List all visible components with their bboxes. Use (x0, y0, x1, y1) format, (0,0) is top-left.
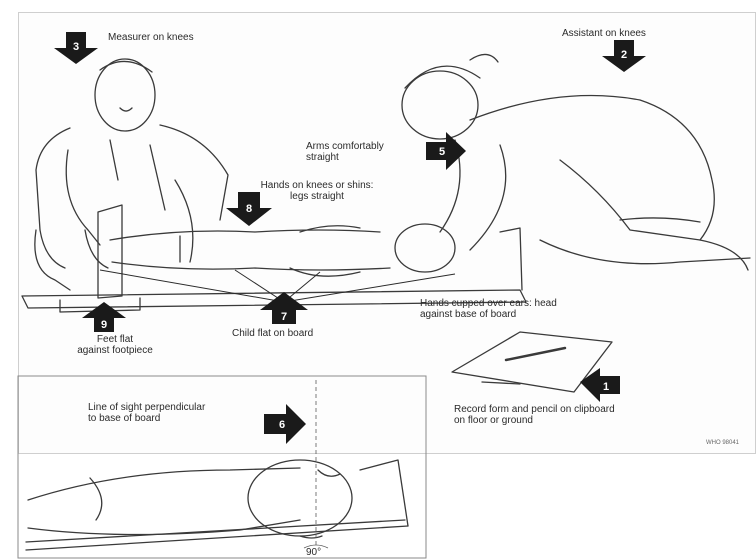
arms-label: Arms comfortably straight (306, 141, 384, 163)
assistant-figure (402, 54, 750, 270)
step-7-number: 7 (281, 311, 287, 323)
measurer-figure (35, 59, 228, 290)
step-1-number: 1 (603, 381, 609, 393)
step-6-number: 6 (279, 419, 285, 431)
step-1-arrow (580, 368, 620, 402)
step-5-number: 5 (439, 146, 445, 158)
step-9-number: 9 (101, 319, 107, 331)
angle-label: 90° (306, 547, 321, 558)
record-form-label: Record form and pencil on clipboard on f… (454, 404, 615, 426)
line-of-sight-label: Line of sight perpendicular to base of b… (88, 402, 205, 424)
step-2-number: 2 (621, 49, 627, 61)
step-8-number: 8 (246, 203, 252, 215)
hands-knees-label: Hands on knees or shins: legs straight (232, 180, 402, 202)
inset-child-profile (26, 460, 408, 550)
step-arrows (54, 32, 646, 444)
child-flat-label: Child flat on board (232, 328, 313, 339)
hands-cupped-label: Hands cupped over ears: head against bas… (420, 298, 557, 320)
child-figure (110, 224, 455, 276)
step-3-number: 3 (73, 41, 79, 53)
measurer-label: Measurer on knees (108, 32, 194, 43)
credit-label: WHO 98041 (706, 438, 739, 449)
assistant-label: Assistant on knees (562, 28, 646, 39)
feet-flat-label: Feet flat against footpiece (60, 334, 170, 356)
